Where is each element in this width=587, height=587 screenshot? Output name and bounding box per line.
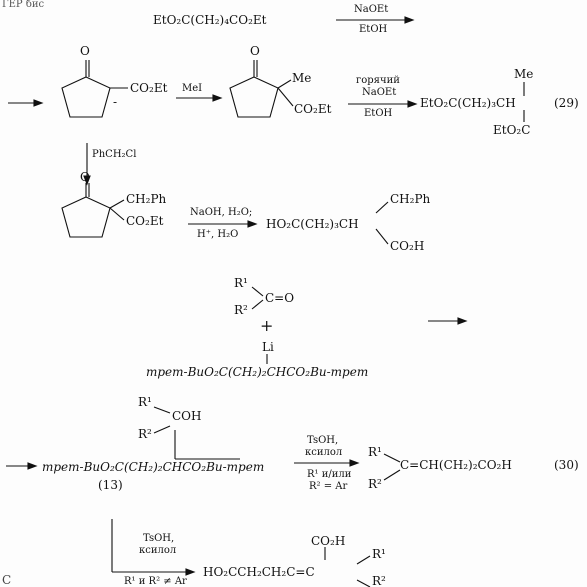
bottom-left-fragment: С (2, 573, 12, 587)
bottom-r1-bond (356, 555, 371, 565)
carbonyl-r2: R² (234, 303, 248, 317)
carbonyl-r1: R¹ (234, 276, 248, 290)
acid-ch2ph-bond (375, 201, 389, 214)
ketone-o-3: O (80, 170, 90, 184)
eq-number-30: (30) (554, 458, 579, 472)
enolate-ester: CO₂Et (130, 81, 168, 95)
prod30-r1-bond (383, 453, 401, 463)
methyl-label: Me (292, 71, 312, 85)
top-reagent-above: NaOEt (354, 4, 389, 15)
arrowhead-hot (407, 100, 418, 108)
top-reagent-below: EtOH (359, 24, 388, 35)
ketone-o-1: O (80, 44, 90, 58)
arrowhead-carbonyl (457, 317, 468, 325)
carbonyl-c-o: C=O (265, 291, 295, 305)
prod30-r2: R² (368, 477, 382, 491)
ketone-o-2: O (250, 44, 260, 58)
ring-cyclopentanone-3 (61, 196, 111, 238)
adduct-r2-bond (153, 425, 171, 434)
r2-bond (251, 299, 264, 310)
reagent-acid: H⁺, H₂O (197, 229, 239, 240)
methyl-bond-2 (277, 79, 292, 89)
adduct-r1: R¹ (138, 395, 152, 409)
arrowhead-incoming (33, 99, 44, 107)
acid-ch2ph: CH₂Ph (390, 192, 431, 206)
enolate-charge: - (113, 95, 118, 109)
acid-main: HO₂C(CH₂)₃CH (266, 217, 359, 231)
ester-bond-2 (277, 87, 294, 107)
bottom-reagent-2: ксилол (139, 545, 177, 556)
product29-me: Me (514, 67, 534, 81)
hot-reagent-below: EtOH (364, 108, 393, 119)
benzyl-bond-3 (109, 199, 125, 209)
acid-co2h: CO₂H (390, 239, 425, 253)
prod30-r2-bond (383, 469, 401, 481)
reagent-mei: MeI (182, 83, 203, 94)
bottom-co2h: CO₂H (311, 534, 346, 548)
hot-reagent-1: горячий (356, 75, 400, 86)
bottom-r2-bond (356, 579, 371, 587)
benzyl-co2et: CO₂Et (126, 214, 164, 228)
plus-sign: + (260, 316, 274, 335)
ring-cyclopentanone-2 (229, 76, 279, 118)
adduct-r1-bond (153, 406, 171, 414)
bottom-condition: R¹ и R² ≠ Ar (124, 576, 187, 587)
acid-co2h-bond (375, 228, 389, 245)
arrowhead-top (404, 16, 415, 24)
bottom-r2: R² (372, 574, 386, 587)
bottom-r1: R¹ (372, 547, 386, 561)
reagent-benzyl-chloride: PhCH₂Cl (92, 149, 137, 160)
corner-fragment: ГЕР бис (2, 0, 45, 10)
tsoh-reagent-1: TsOH, (307, 435, 339, 446)
arrowhead-adduct (27, 462, 38, 470)
tsoh-condition-1: R¹ и/или (307, 469, 352, 480)
hot-reagent-2: NaOEt (362, 87, 397, 98)
adduct-coh: COH (172, 409, 202, 423)
arrowhead-bottom (185, 568, 196, 576)
product29-main: EtO₂C(CH₂)₃CH (420, 96, 516, 110)
arrowhead-naoh (247, 220, 258, 228)
arrowhead-tsoh (349, 459, 360, 467)
bottom-main: HO₂CCH₂CH₂C=C (203, 565, 315, 579)
product29-ester: EtO₂C (493, 123, 531, 137)
adduct-ester: трет-BuO₂C(CH₂)₂CHCO₂Bu-трет (42, 460, 265, 474)
methyl-ester: CO₂Et (294, 102, 332, 116)
arrowhead-benzyl (83, 175, 91, 186)
ring-cyclopentanone-1 (61, 76, 111, 118)
top-formula: EtO₂C(CH₂)₄CO₂Et (153, 13, 267, 27)
adduct-r2: R² (138, 427, 152, 441)
lithium-ester: трет-BuO₂C(CH₂)₂CHCO₂Bu-трет (146, 365, 369, 379)
eq-number-29: (29) (554, 96, 579, 110)
r1-bond (251, 286, 264, 297)
prod30-r1: R¹ (368, 445, 382, 459)
lithium-label: Li (262, 340, 274, 354)
arrowhead-mei (212, 94, 223, 102)
tsoh-reagent-2: ксилол (305, 447, 343, 458)
bottom-reagent-1: TsOH, (143, 533, 175, 544)
reagent-naoh: NaOH, H₂O; (190, 207, 253, 218)
prod30-main: C=CH(CH₂)₂CO₂H (400, 458, 512, 472)
ester-bond-3 (109, 207, 125, 221)
adduct-label-13: (13) (98, 478, 123, 492)
benzyl-ch2ph: CH₂Ph (126, 192, 167, 206)
tsoh-condition-2: R² = Ar (309, 481, 348, 492)
